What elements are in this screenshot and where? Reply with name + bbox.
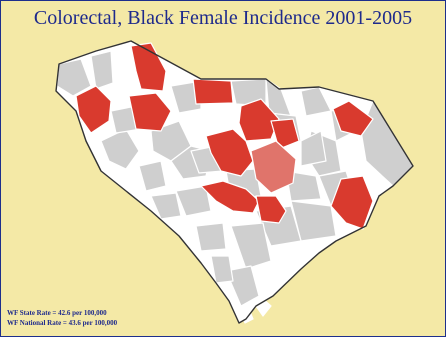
county-darlington-area (300, 130, 327, 167)
county-high-greenwood (128, 92, 172, 132)
county-elevated-sumter (250, 140, 297, 194)
county-barnwell-area (195, 222, 227, 252)
county-high-richland (205, 128, 254, 177)
county-clarendon-area (285, 170, 322, 202)
county-high-orangeburg (255, 195, 287, 224)
state-outline (55, 40, 414, 324)
national-rate-label: WF National Rate = 43.6 per 100,000 (7, 319, 118, 327)
county-high-anderson (75, 85, 112, 134)
county-aiken-area (175, 185, 212, 217)
county-edgefield-area (150, 192, 182, 220)
county-pickens-area (90, 50, 114, 90)
county-high-chesterfield (332, 100, 374, 137)
map-title: Colorectal, Black Female Incidence 2001-… (33, 7, 413, 29)
county-jasper-area (210, 255, 234, 284)
county-high-chester (192, 78, 234, 105)
county-high-fairfield (238, 98, 280, 142)
county-union-area (170, 80, 202, 114)
state-rate-label: WF State Rate = 42.6 per 100,000 (7, 309, 107, 317)
county-high-georgetown (330, 175, 374, 230)
county-high-aiken (200, 180, 260, 214)
county-greenwood-area (138, 160, 167, 192)
county-colleton-area (230, 222, 272, 270)
county-beaufort-area (225, 265, 260, 307)
county-high-kershaw (270, 118, 300, 150)
